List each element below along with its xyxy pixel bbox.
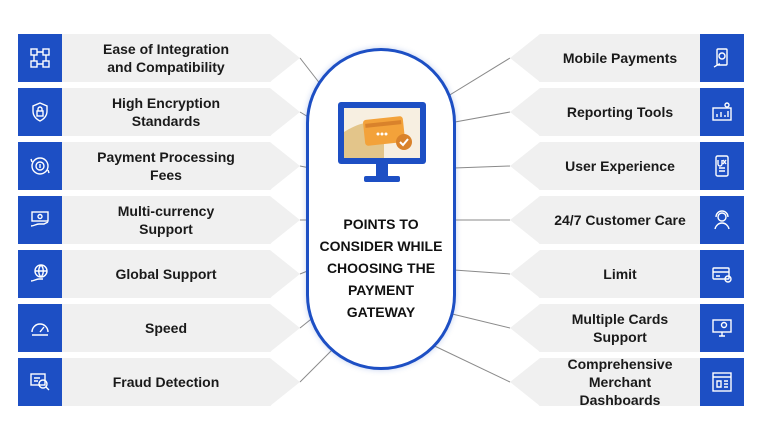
monitor-payment-card-icon (338, 102, 426, 182)
right-item-label: User Experience (565, 158, 675, 174)
left-item-label: Fraud Detection (112, 374, 220, 390)
circuit-icon (18, 34, 62, 82)
report-chart-icon (700, 88, 744, 136)
speedometer-icon (18, 304, 62, 352)
card-limit-icon (700, 250, 744, 298)
connector-right-5 (453, 269, 511, 275)
center-pill (306, 48, 456, 370)
ux-phone-icon (700, 142, 744, 190)
right-item-reporting: Reporting Tools (510, 88, 744, 136)
dashboard-icon (700, 358, 744, 406)
right-item-mobile-payments: Mobile Payments (510, 34, 744, 82)
right-item-label: Mobile Payments (562, 50, 678, 66)
right-item-label: Reporting Tools (566, 104, 674, 120)
left-item-speed: Speed (18, 304, 300, 352)
right-item-ux: User Experience (510, 142, 744, 190)
left-item-label: Speed (144, 320, 187, 336)
monitor-gear-icon (700, 304, 744, 352)
right-item-label: Limit (603, 266, 637, 282)
left-item-global: Global Support (18, 250, 300, 298)
shield-lock-icon (18, 88, 62, 136)
connector-right-7 (421, 339, 511, 383)
mobile-payment-icon (700, 34, 744, 82)
right-item-customer-care: 24/7 Customer Care (510, 196, 744, 244)
connector-right-6 (443, 311, 511, 329)
center-title: POINTS TO CONSIDER WHILE CHOOSING THE PA… (319, 216, 443, 320)
left-item-label: Global Support (115, 266, 217, 282)
cash-hand-icon (18, 196, 62, 244)
connector-right-3 (453, 165, 511, 169)
coin-cycle-icon (18, 142, 62, 190)
right-item-label: 24/7 Customer Care (554, 212, 686, 228)
fraud-scan-icon (18, 358, 62, 406)
left-item-fraud: Fraud Detection (18, 358, 300, 406)
globe-hand-icon (18, 250, 62, 298)
right-item-limit: Limit (510, 250, 744, 298)
headset-agent-icon (700, 196, 744, 244)
